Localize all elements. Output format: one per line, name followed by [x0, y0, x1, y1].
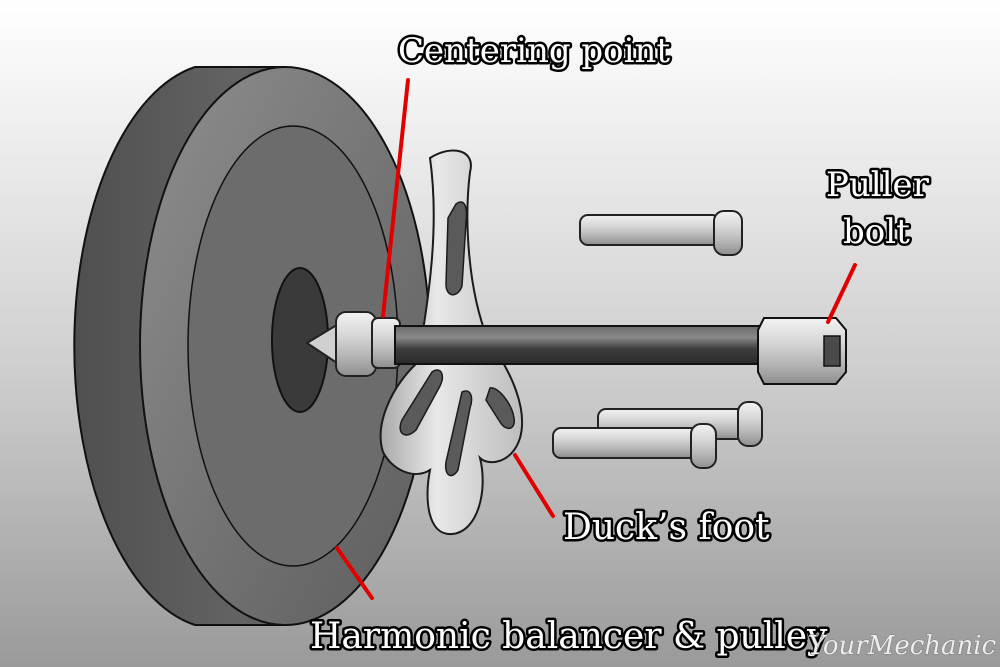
ducks-foot-slot-center	[444, 390, 473, 477]
harmonic-balancer	[73, 66, 431, 626]
leader-lines	[335, 78, 857, 600]
spare-bolt-top	[579, 210, 743, 256]
puller-bolt	[394, 317, 847, 385]
leader-line-harmonic-balancer	[335, 546, 374, 600]
puller-bolt-socket	[823, 335, 841, 367]
label-ducks-foot: Duck’s foot	[563, 507, 770, 548]
puller-bolt-shaft	[394, 325, 768, 365]
label-puller-bolt-line1: Puller	[826, 165, 930, 205]
ducks-foot-slot-upper	[445, 201, 468, 296]
puller-bolt-head	[757, 317, 847, 385]
label-puller-bolt-line2: bolt	[843, 212, 910, 252]
watermark: YourMechanic	[808, 631, 997, 661]
ducks-foot-slot-left	[399, 369, 444, 436]
leader-line-ducks-foot	[513, 453, 555, 518]
leader-line-centering-point	[381, 78, 410, 318]
label-harmonic-balancer: Harmonic balancer & pulley	[310, 616, 828, 657]
ducks-foot-slot-right	[485, 387, 515, 430]
leader-line-puller-bolt	[826, 263, 857, 324]
spare-bolt-bottom	[552, 423, 717, 469]
centering-point	[305, 311, 401, 377]
label-centering-point: Centering point	[398, 31, 670, 71]
